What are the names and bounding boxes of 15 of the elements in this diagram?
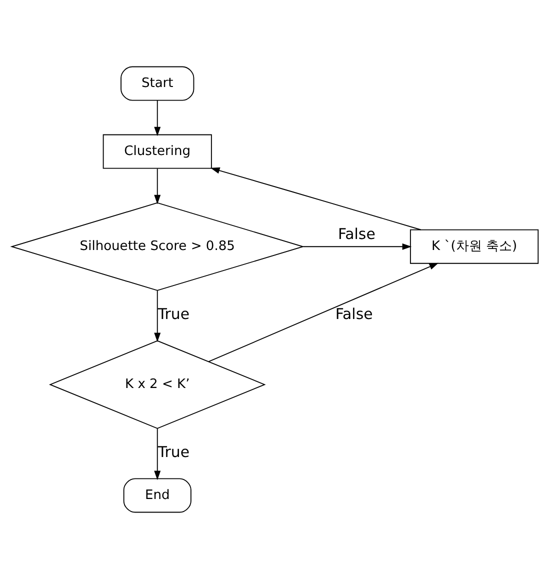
arrow: [154, 100, 161, 136]
node-box: End: [123, 478, 192, 512]
node-box: Start: [120, 66, 194, 100]
edge-label: False: [335, 304, 373, 323]
arrow: [154, 290, 161, 342]
arrow: [302, 242, 412, 250]
node-diamond: K x 2 < K’: [48, 340, 266, 428]
arrow: [208, 262, 439, 362]
arrow: [210, 166, 422, 230]
node-box: K `(차원 축소): [410, 228, 539, 264]
edge-label: False: [338, 224, 376, 242]
node-diamond: Silhouette Score > 0.85: [10, 202, 305, 290]
arrow: [154, 428, 161, 480]
arrow: [154, 168, 161, 204]
node-box: Clustering: [102, 134, 212, 168]
